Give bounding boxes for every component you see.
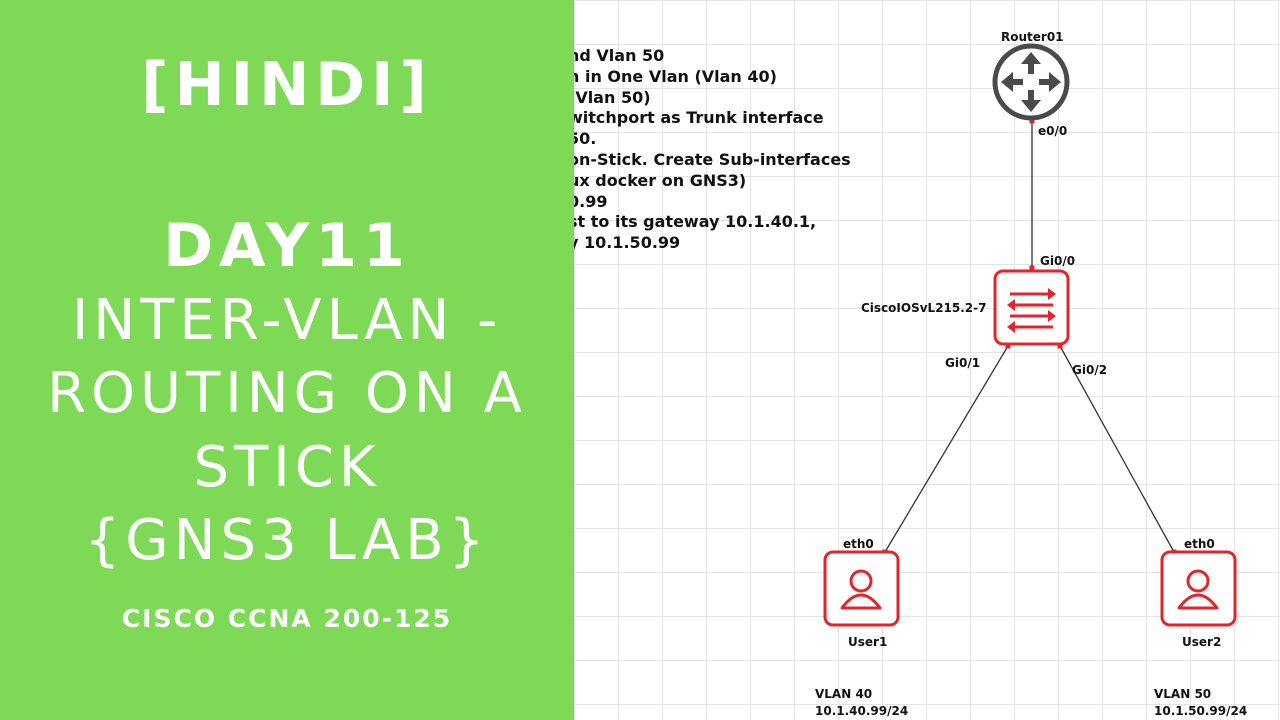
link-switch-user2[interactable]	[1059, 345, 1175, 553]
user-icon[interactable]	[1160, 550, 1237, 627]
note-line: 0.99	[574, 191, 608, 211]
user1-name: User1	[848, 635, 888, 649]
note-line: 50.	[574, 129, 597, 149]
note-line: h in One Vlan (Vlan 40)	[574, 66, 777, 86]
note-line: on-Stick. Create Sub-interfaces	[574, 149, 851, 169]
note-line: nd Vlan 50	[574, 46, 665, 65]
user-icon[interactable]	[823, 550, 900, 627]
port-marker	[1029, 265, 1035, 271]
user2-port-label: eth0	[1184, 537, 1215, 551]
lab-notes: nd Vlan 50 h in One Vlan (Vlan 40) (Vlan…	[574, 46, 851, 254]
title-panel: [HINDI] DAY11 INTER-VLAN - ROUTING ON A …	[0, 0, 574, 720]
language-tag: [HINDI]	[141, 50, 433, 120]
note-line: y 10.1.50.99	[574, 233, 681, 253]
note-line: ux docker on GNS3)	[574, 170, 747, 190]
port-marker	[1057, 343, 1063, 349]
user2-name: User2	[1182, 635, 1222, 649]
router-name: Router01	[1001, 30, 1064, 44]
user1-ip: 10.1.40.99/24	[815, 704, 909, 718]
title-line-3: STICK	[193, 435, 381, 500]
course-subtitle: CISCO CCNA 200-125	[121, 604, 453, 633]
router-icon[interactable]	[992, 43, 1070, 121]
note-line: (Vlan 50)	[574, 87, 651, 107]
link-switch-user1[interactable]	[884, 345, 1009, 553]
switch-port-left-label: Gi0/1	[945, 356, 981, 370]
switch-port-right-label: Gi0/2	[1072, 363, 1108, 377]
topology-diagram	[823, 43, 1237, 627]
port-marker	[1005, 343, 1011, 349]
switch-port-up-label: Gi0/0	[1040, 254, 1076, 268]
port-marker	[1029, 118, 1035, 124]
router-port-label: e0/0	[1038, 124, 1068, 138]
user2-ip: 10.1.50.99/24	[1154, 704, 1248, 718]
title-line-4: {GNS3 LAB}	[84, 508, 490, 573]
topology-canvas[interactable]: nd Vlan 50 h in One Vlan (Vlan 40) (Vlan…	[574, 0, 1280, 720]
user1-port-label: eth0	[843, 537, 874, 551]
title-line-2: ROUTING ON A	[47, 361, 527, 426]
switch-name: CiscoIOSvL215.2-7	[861, 301, 987, 315]
note-line: witchport as Trunk interface	[574, 108, 824, 128]
user1-vlan: VLAN 40	[815, 687, 873, 701]
user2-vlan: VLAN 50	[1154, 687, 1212, 701]
title-line-1: INTER-VLAN -	[71, 288, 503, 353]
note-line: st to its gateway 10.1.40.1,	[574, 212, 817, 232]
switch-icon[interactable]	[993, 269, 1070, 346]
day-title: DAY11	[163, 211, 411, 281]
